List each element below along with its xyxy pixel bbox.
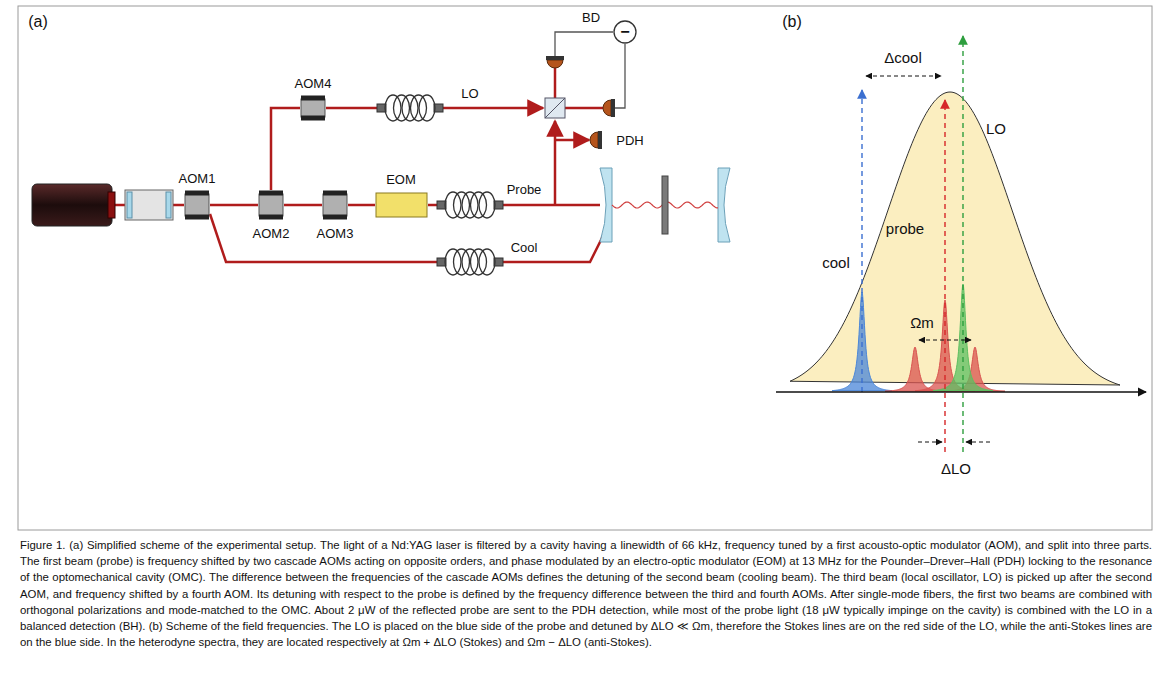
beam-label: Cool bbox=[511, 240, 538, 255]
aom-cap bbox=[185, 191, 209, 196]
node-shape bbox=[184, 190, 210, 220]
cool-beam bbox=[210, 214, 606, 262]
fiber-coil bbox=[377, 95, 443, 121]
laser-beam bbox=[348, 204, 375, 207]
omega-arrow bbox=[919, 340, 971, 341]
beam-label: ΔLO bbox=[941, 460, 971, 477]
reflected-beam bbox=[554, 121, 557, 205]
eom-device: EOM bbox=[375, 192, 428, 218]
cool-line bbox=[861, 90, 862, 392]
beam-label: LO bbox=[986, 120, 1006, 137]
beam-label: Probe bbox=[507, 182, 542, 197]
photodiode-base bbox=[611, 99, 615, 117]
photodiode bbox=[546, 56, 564, 68]
panel-label: (b) bbox=[782, 13, 802, 31]
lo-detuning-arrow bbox=[966, 442, 990, 443]
cavity-mirror bbox=[600, 168, 612, 242]
node-shape bbox=[258, 190, 284, 220]
balanced-detector: BD− bbox=[613, 20, 637, 44]
photodiode-dome bbox=[603, 100, 611, 116]
beam-label: cool bbox=[822, 254, 850, 271]
laser-aperture bbox=[108, 192, 115, 218]
aom-body bbox=[323, 194, 347, 216]
fiber-loop bbox=[479, 249, 495, 275]
aom-body bbox=[259, 194, 283, 216]
aom-cap bbox=[301, 96, 325, 101]
device-label: AOM2 bbox=[253, 226, 290, 241]
eom-body bbox=[376, 193, 427, 217]
detector-wire bbox=[615, 44, 625, 108]
aom-body bbox=[301, 99, 325, 117]
filter-mirror bbox=[166, 192, 171, 218]
beam-label: Ωm bbox=[910, 314, 934, 331]
device-label: EOM bbox=[386, 172, 416, 187]
device-label: BD bbox=[582, 10, 600, 25]
photodiode-dome bbox=[547, 60, 563, 68]
lo-line bbox=[962, 36, 963, 452]
fiber-coil bbox=[437, 192, 503, 218]
laser-body bbox=[32, 184, 112, 226]
bd-beam-right bbox=[565, 107, 603, 110]
detector-sign: − bbox=[620, 24, 629, 39]
node-shape bbox=[300, 95, 326, 121]
filter-cavity bbox=[125, 190, 173, 220]
node-shape bbox=[375, 192, 428, 218]
beam-label: PDH bbox=[616, 133, 643, 148]
cavity-mirror bbox=[718, 168, 730, 242]
photodiode-dome bbox=[590, 132, 598, 148]
aom-cap bbox=[185, 215, 209, 220]
fiber-coil bbox=[437, 249, 503, 275]
beam-label: LO bbox=[461, 86, 478, 101]
membrane bbox=[662, 176, 668, 234]
photodiode bbox=[590, 131, 602, 149]
frequency-axis bbox=[776, 391, 1146, 392]
pdh-beam bbox=[555, 139, 589, 142]
aom-cap bbox=[259, 191, 283, 196]
aom-cap bbox=[323, 191, 347, 196]
detuning-arrow bbox=[866, 76, 941, 77]
aom-device: AOM3 bbox=[322, 190, 348, 220]
cavity-lineshape bbox=[790, 92, 1120, 385]
aom-body bbox=[185, 194, 209, 216]
bd-beam-top bbox=[554, 66, 557, 98]
detector-wire bbox=[555, 32, 613, 56]
panel-border bbox=[18, 6, 1152, 530]
aom-cap bbox=[323, 215, 347, 220]
detector-circle bbox=[614, 21, 636, 43]
panel-label: (a) bbox=[28, 13, 48, 31]
beam-splitter bbox=[545, 98, 565, 118]
beam-label: Δcool bbox=[884, 49, 922, 66]
laser-beam bbox=[284, 204, 322, 207]
aom-device: AOM2 bbox=[258, 190, 284, 220]
beam-label: probe bbox=[886, 220, 924, 237]
aom-cap bbox=[259, 215, 283, 220]
filter-mirror bbox=[127, 192, 132, 218]
aom-device: AOM1 bbox=[184, 190, 210, 220]
aom-device: AOM4 bbox=[300, 95, 326, 121]
lo-detuning-arrow bbox=[918, 442, 942, 443]
device-label: AOM4 bbox=[295, 76, 332, 91]
device-label: AOM1 bbox=[179, 171, 216, 186]
photodiode bbox=[603, 99, 615, 117]
laser-beam bbox=[210, 204, 258, 207]
beam-splitter-face bbox=[545, 98, 565, 118]
photodiode-base bbox=[546, 56, 564, 60]
fiber-loop bbox=[419, 95, 435, 121]
photodiode-base bbox=[598, 131, 602, 149]
fiber-loop bbox=[479, 192, 495, 218]
laser-beam bbox=[271, 108, 300, 190]
figure-caption: Figure 1. (a) Simplified scheme of the e… bbox=[20, 537, 1152, 650]
aom-cap bbox=[301, 116, 325, 121]
node-shape bbox=[322, 190, 348, 220]
lo-peak bbox=[933, 284, 993, 391]
device-label: AOM3 bbox=[317, 226, 354, 241]
probe-line bbox=[944, 100, 945, 452]
